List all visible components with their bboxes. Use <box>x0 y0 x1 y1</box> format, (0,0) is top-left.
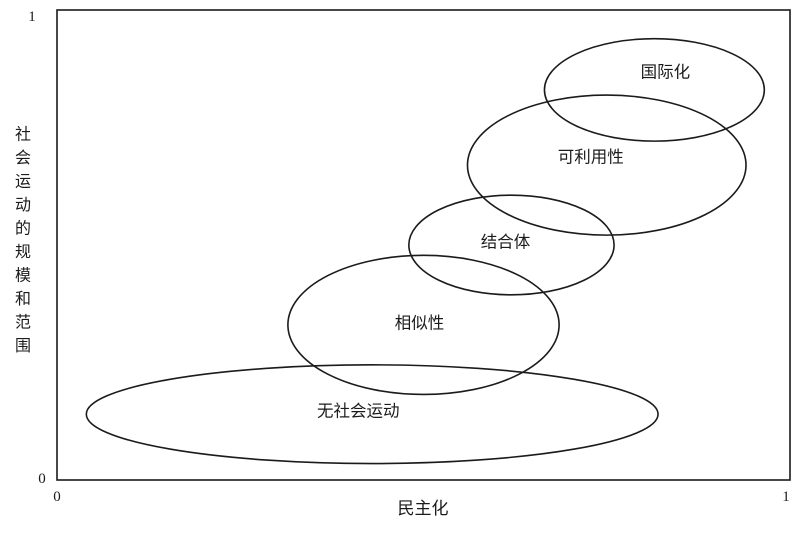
x-tick-min: 0 <box>53 489 61 505</box>
ellipse-label-coalition: 结合体 <box>481 233 531 252</box>
ellipse-label-internationalization: 国际化 <box>641 62 691 81</box>
y-axis-title-char: 围 <box>15 337 31 355</box>
ellipse-coalition <box>408 194 615 296</box>
y-axis-title-char: 规 <box>15 243 31 261</box>
y-tick-min: 0 <box>38 471 46 487</box>
ellipse-similarity <box>287 254 560 396</box>
x-tick-max: 1 <box>782 489 790 505</box>
y-axis-title: 社会运动的规模和范围 <box>15 125 31 355</box>
y-tick-max: 1 <box>28 9 36 25</box>
y-axis-title-char: 和 <box>15 290 31 308</box>
y-axis-title-char: 模 <box>15 266 31 284</box>
ellipse-availability <box>466 94 747 236</box>
ellipse-no-social-movement <box>85 364 659 465</box>
y-axis-title-char: 动 <box>15 196 31 214</box>
ellipse-label-availability: 可利用性 <box>558 148 624 167</box>
x-axis-title: 民主化 <box>398 499 449 518</box>
y-axis-title-char: 运 <box>15 172 31 190</box>
y-axis-title-char: 范 <box>15 313 31 331</box>
y-axis-title-char: 社 <box>15 125 31 143</box>
y-axis-title-char: 的 <box>15 219 31 237</box>
ellipse-label-no-social-movement: 无社会运动 <box>317 402 400 421</box>
ellipse-internationalization <box>543 37 766 142</box>
ellipse-label-similarity: 相似性 <box>395 313 445 332</box>
y-axis-title-char: 会 <box>15 149 31 167</box>
plot-border <box>56 9 791 481</box>
